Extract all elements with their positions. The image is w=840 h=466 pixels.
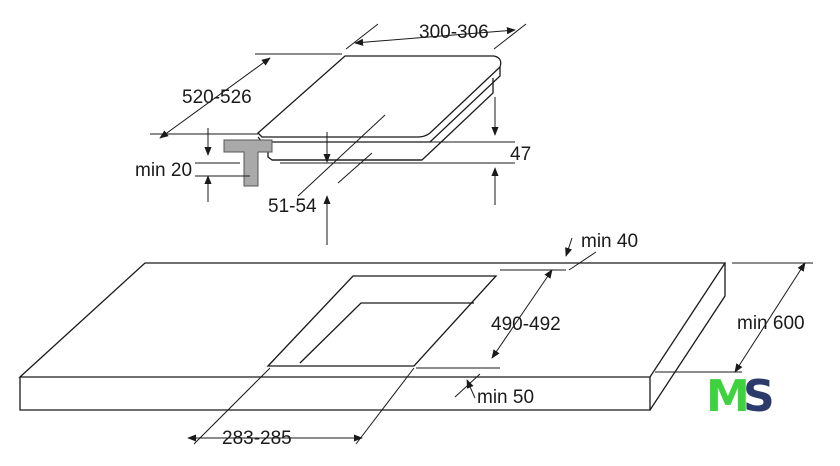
dim-worktop-depth: min 600: [737, 313, 805, 334]
logo-letter-s: S: [743, 371, 775, 422]
dim-cutout-width: 283-285: [222, 428, 292, 449]
mounting-bracket: [223, 139, 273, 187]
dim-hob-offset: 51-54: [268, 196, 317, 217]
ms-logo: M S: [706, 371, 775, 422]
dim-hob-width: 300-306: [419, 22, 489, 43]
dim-hob-depth: 520-526: [182, 87, 252, 108]
hob-appliance: [257, 55, 502, 161]
logo-letter-m: M: [706, 371, 750, 422]
dimension-lines-bottom: [187, 237, 813, 445]
dim-back-clearance: min 40: [581, 231, 638, 252]
dim-hob-height: 47: [510, 144, 531, 165]
dimension-lines-top: [159, 23, 527, 245]
worktop: [18, 262, 727, 411]
dim-cutout-depth: 490-492: [491, 314, 561, 335]
worktop-section-lines: [150, 133, 500, 164]
dim-front-clearance: min 50: [477, 387, 534, 408]
dim-worktop-min: min 20: [135, 160, 192, 181]
